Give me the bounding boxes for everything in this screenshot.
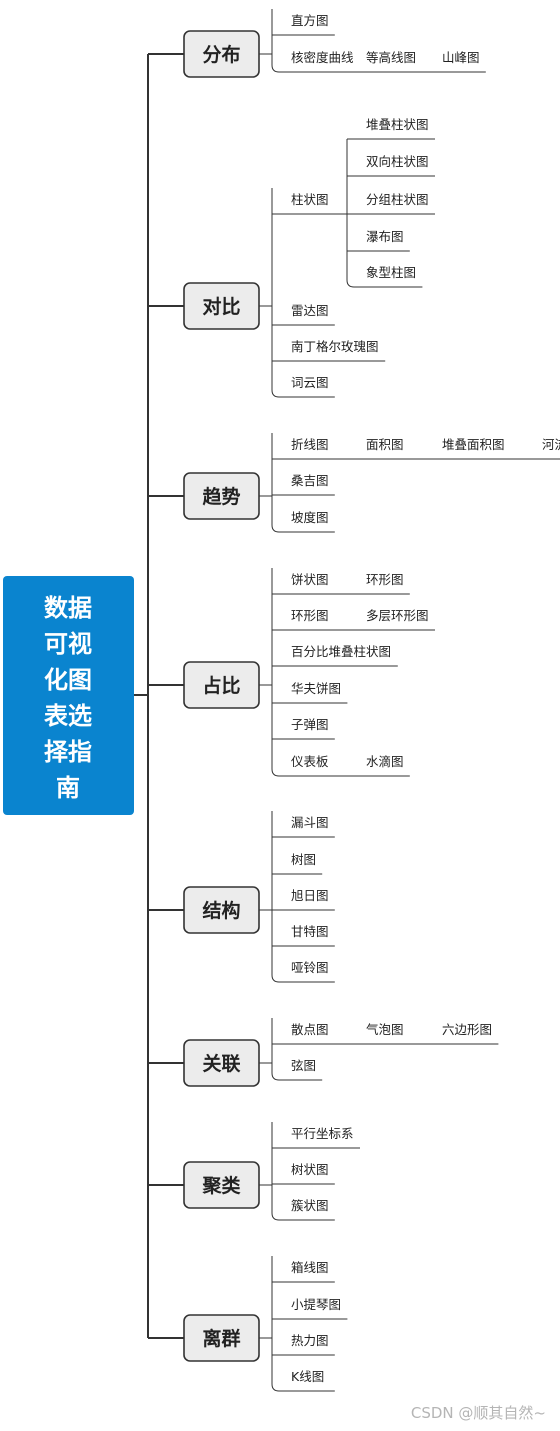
chart-type-label: 柱状图 [291, 192, 329, 207]
chart-type-label: K线图 [291, 1369, 324, 1384]
category-label: 趋势 [202, 485, 240, 508]
root-title-line: 择指 [44, 738, 92, 766]
watermark-text: CSDN @顺其自然~ [410, 1404, 546, 1422]
category-label: 结构 [202, 899, 240, 922]
chart-type-label: 平行坐标系 [291, 1126, 354, 1141]
root-title-line: 表选 [44, 702, 92, 730]
chart-type-label: 热力图 [291, 1333, 329, 1348]
category-label: 关联 [202, 1052, 240, 1075]
chart-type-label: 环形图 [291, 608, 329, 623]
category-label: 对比 [202, 295, 240, 318]
chart-type-label: 等高线图 [366, 50, 416, 65]
root-title-line: 数据 [44, 594, 92, 622]
chart-type-label: 子弹图 [291, 717, 329, 732]
chart-type-label: 词云图 [291, 375, 329, 390]
chart-type-label: 面积图 [366, 437, 404, 452]
chart-type-label: 仪表板 [291, 754, 329, 769]
chart-type-label: 树状图 [291, 1162, 329, 1177]
category-branch: 分布 直方图核密度曲线等高线图 山峰图 [148, 9, 486, 78]
connector-lines [134, 54, 149, 1338]
chart-type-label: 水滴图 [366, 754, 404, 769]
chart-type-label: 弦图 [291, 1058, 316, 1073]
sub-chart-type-label: 双向柱状图 [366, 154, 429, 169]
sub-leaf-underline [346, 279, 423, 288]
sub-chart-type-label: 瀑布图 [366, 229, 404, 244]
chart-type-label: 山峰图 [442, 50, 480, 65]
chart-type-label: 环形图 [366, 572, 404, 587]
chart-type-label: 旭日图 [291, 888, 329, 903]
chart-type-label: 甘特图 [291, 924, 329, 939]
chart-type-label: 六边形图 [442, 1022, 492, 1037]
chart-type-label: 坡度图 [291, 510, 329, 525]
chart-type-label: 箱线图 [291, 1260, 329, 1275]
chart-type-label: 多层环形图 [366, 608, 429, 623]
category-branch: 占比饼状图环形图环形图多层环形图百分比堆叠柱状图华夫饼图子弹图仪表板水滴图 [148, 568, 435, 777]
leaf-underline [271, 1212, 335, 1221]
root-title-line: 化图 [44, 666, 92, 694]
root-box [3, 576, 134, 815]
leaf-underline [271, 974, 335, 983]
chart-type-label: 直方图 [291, 13, 329, 28]
category-label: 聚类 [201, 1174, 240, 1197]
chart-type-label: 散点图 [291, 1022, 329, 1037]
leaf-underline [271, 389, 335, 398]
chart-type-label: 气泡图 [366, 1022, 404, 1037]
chart-type-label: 南丁格尔玫瑰图 [291, 339, 379, 354]
chart-type-label: 核密度曲线 [291, 50, 354, 65]
chart-type-label: 簇状图 [291, 1198, 329, 1213]
chart-type-label: 小提琴图 [291, 1297, 341, 1312]
chart-type-label: 华夫饼图 [291, 681, 341, 696]
root-title-line: 南 [56, 774, 80, 802]
leaf-underline [271, 1383, 335, 1392]
leaf-underline [271, 1072, 323, 1081]
chart-type-label: 饼状图 [291, 572, 329, 587]
sub-chart-type-label: 堆叠柱状图 [366, 117, 429, 132]
leaf-underline [271, 524, 335, 533]
chart-type-label: 桑吉图 [291, 473, 329, 488]
category-label: 分布 [202, 43, 240, 66]
chart-type-label: 漏斗图 [291, 815, 329, 830]
chart-type-label: 百分比堆叠柱状图 [291, 644, 391, 659]
category-branch: 趋势 折线图 面积图 堆叠面积图 河流图桑吉图坡度图 [148, 433, 560, 533]
chart-type-label: 哑铃图 [291, 960, 329, 975]
root-title-line: 可视 [44, 630, 92, 658]
leaf-underline [271, 768, 410, 777]
sub-chart-type-label: 象型柱图 [366, 265, 416, 280]
category-label: 离群 [202, 1327, 240, 1350]
category-label: 占比 [202, 674, 240, 697]
chart-type-label: 堆叠面积图 [442, 437, 505, 452]
chart-type-label: 雷达图 [291, 303, 329, 318]
chart-type-label: 树图 [291, 852, 316, 867]
leaf-underline [271, 64, 486, 73]
chart-type-label: 折线图 [291, 437, 329, 452]
chart-type-label: 河流图 [542, 437, 560, 452]
sub-chart-type-label: 分组柱状图 [366, 192, 429, 207]
